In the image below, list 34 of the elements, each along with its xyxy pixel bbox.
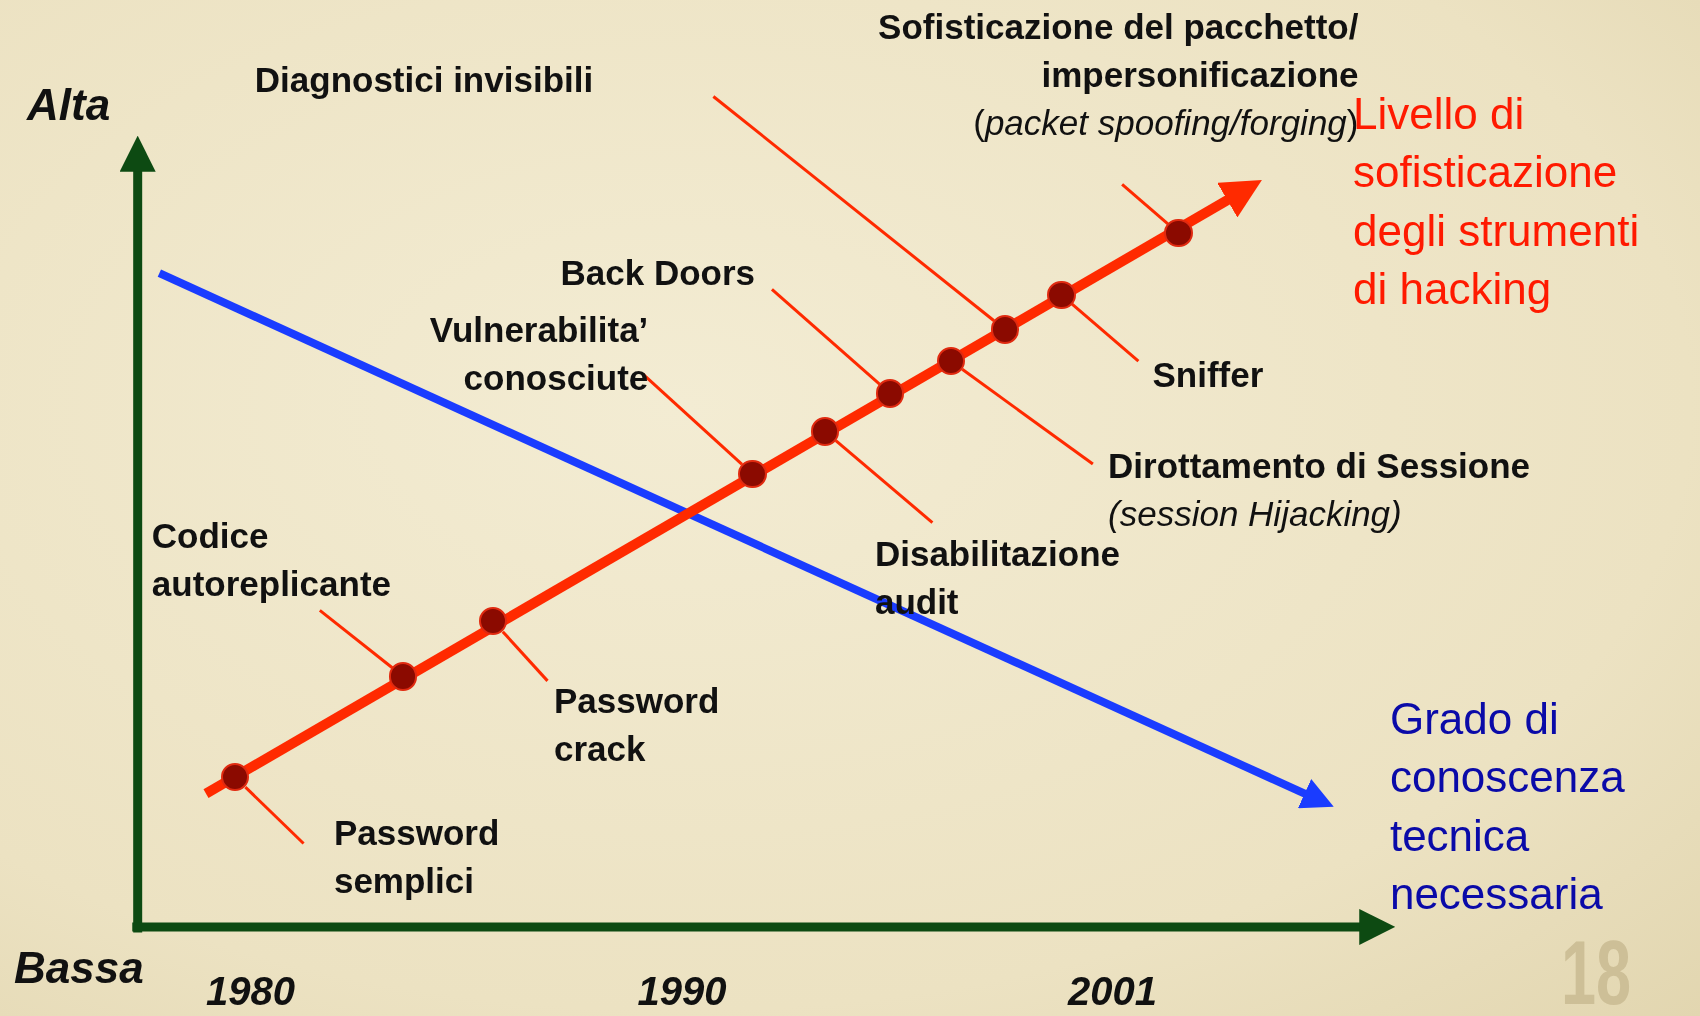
timeline-dot xyxy=(936,346,965,376)
leader-line xyxy=(1121,183,1169,225)
leader-line xyxy=(834,439,934,524)
timeline-dot xyxy=(389,662,418,691)
event-label: Back Doors xyxy=(560,249,756,298)
year-label: 2001 xyxy=(1067,967,1157,1015)
timeline-dot xyxy=(221,763,250,792)
timeline-dot xyxy=(990,315,1020,344)
event-label: Password semplici xyxy=(333,808,632,905)
timeline-dot xyxy=(738,459,767,488)
event-label: Codice autoreplicante xyxy=(151,511,397,608)
year-label: 1980 xyxy=(206,967,295,1015)
axis-label: Bassa xyxy=(14,941,144,994)
axis-label: Alta xyxy=(27,78,111,131)
event-label: Diagnostici invisibili xyxy=(254,56,594,105)
leader-line xyxy=(1071,302,1140,363)
leader-line xyxy=(770,288,881,386)
event-label: Dirottamento di Sessione xyxy=(1108,445,1531,488)
leader-line xyxy=(244,786,305,845)
event-label: Password crack xyxy=(554,676,764,773)
timeline-dot xyxy=(810,417,840,446)
event-label: Vulnerabilita’ conosciute xyxy=(403,305,649,402)
trend-label: Grado di conoscenza tecnica necessaria xyxy=(1389,692,1626,921)
leader-line xyxy=(501,630,549,682)
timeline-dot xyxy=(1047,280,1076,309)
event-label: Sniffer xyxy=(1152,351,1264,400)
timeline-dot xyxy=(479,607,508,636)
leader-line xyxy=(318,609,394,669)
leader-line xyxy=(961,368,1094,466)
leader-line xyxy=(712,95,995,322)
timeline-dot xyxy=(1164,219,1193,248)
year-label: 1990 xyxy=(637,967,727,1015)
timeline-dot xyxy=(876,379,905,408)
event-note: (session Hijacking) xyxy=(1108,493,1403,536)
